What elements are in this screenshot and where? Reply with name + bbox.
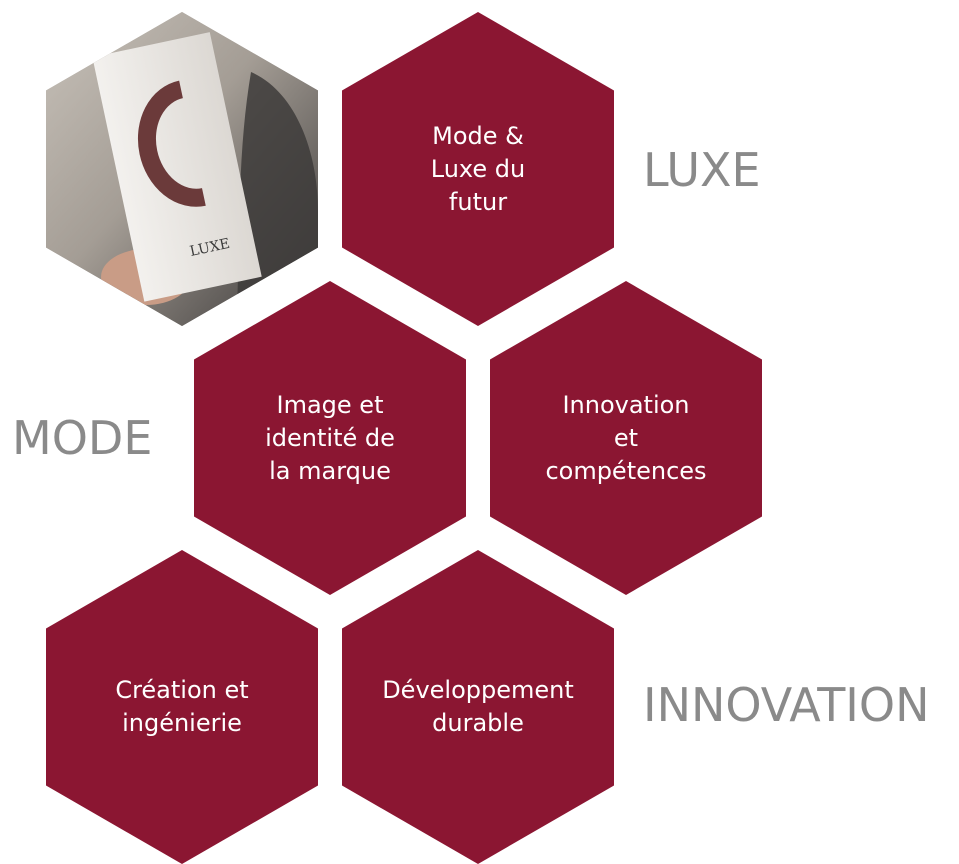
hexagon-label-line: Création et	[115, 676, 249, 704]
hexagon-label-line: Luxe du	[430, 154, 526, 183]
hexagon-label-line: la marque	[269, 456, 391, 485]
hexagon-label-line: et	[613, 423, 639, 452]
hexagon-label-line: durable	[432, 709, 524, 737]
side-label-mode: MODE	[12, 411, 153, 465]
hexagon-label: Création et ingénierie	[67, 674, 297, 740]
side-label-luxe: LUXE	[643, 143, 761, 197]
side-label-innovation: INNOVATION	[643, 678, 930, 732]
hexagon-image-identite: Image et identité de la marque	[194, 281, 466, 595]
hexagon-label: Innovation et compétences	[511, 389, 741, 488]
hexagon-label: Image et identité de la marque	[215, 389, 445, 488]
card-photo-icon: LUXE	[46, 12, 318, 326]
hexagon-label-line: futur	[448, 187, 508, 216]
hexagon-label-line: ingénierie	[122, 709, 242, 737]
hexagon-label: Mode & Luxe du futur	[363, 120, 593, 219]
hexagon-label-line: Innovation	[562, 390, 690, 419]
hexagon-innovation-competences: Innovation et compétences	[490, 281, 762, 595]
hexagon-label-line: Développement	[382, 676, 574, 704]
hexagon-label: Développement durable	[363, 674, 593, 740]
hexagon-label-line: Image et	[276, 390, 384, 419]
hexagon-label-line: identité de	[265, 423, 395, 452]
hexagon-mode-luxe-futur: Mode & Luxe du futur	[342, 12, 614, 326]
hexagon-creation-ingenierie: Création et ingénierie	[46, 550, 318, 864]
hexagon-label-line: Mode &	[432, 121, 524, 150]
photo-hexagon: LUXE	[46, 12, 318, 326]
hexagon-label-line: compétences	[545, 456, 707, 485]
hexagon-developpement-durable: Développement durable	[342, 550, 614, 864]
